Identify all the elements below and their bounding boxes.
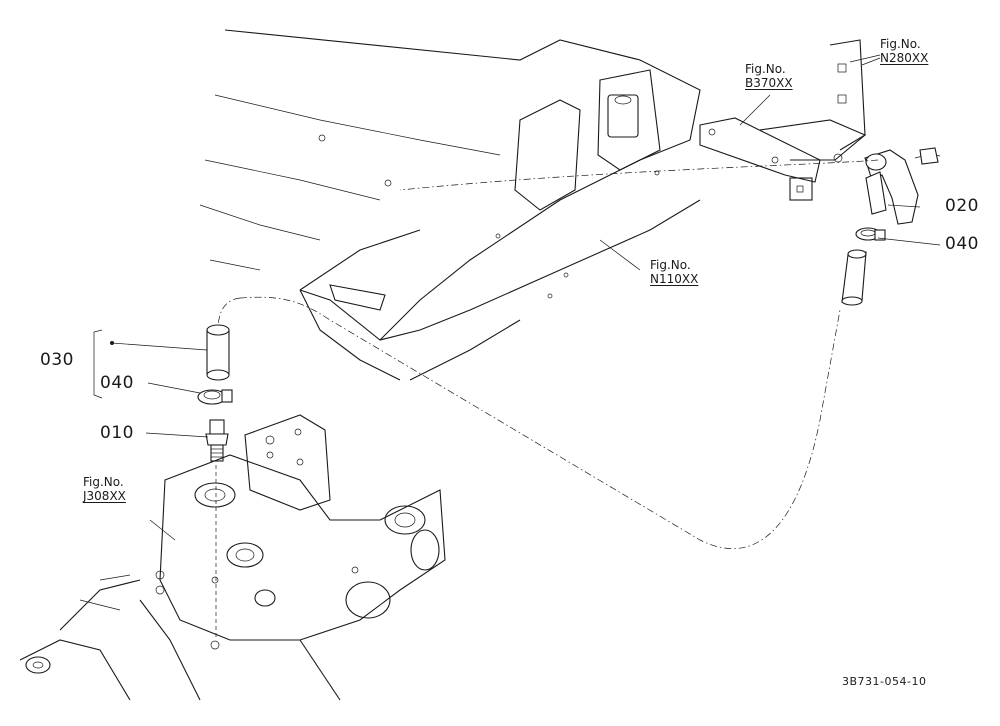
label-part-030: 030 [40,350,74,370]
fig-ref-prefix: Fig.No. [83,475,124,489]
label-part-010: 010 [100,423,134,443]
fig-ref-prefix: Fig.No. [880,37,921,51]
fig-ref-number: N280XX [880,51,929,65]
drawing-code: 3B731-054-10 [842,675,927,688]
fig-ref-prefix: Fig.No. [745,62,786,76]
label-part-040-right: 040 [945,234,979,254]
fig-ref-b370: Fig.No. B370XX [745,62,793,90]
part-040-clamp-right [855,227,886,241]
bracket-assembly [699,39,881,201]
label-part-020: 020 [945,196,979,216]
part-030-hose [206,324,230,381]
leader-lines [111,57,941,541]
chassis-frame [199,29,701,381]
hose-right-segment [841,249,867,306]
hose-routing-line [239,296,841,549]
fig-ref-n110: Fig.No. N110XX [650,258,698,286]
group-bracket-030 [93,329,114,399]
fig-ref-number: N110XX [650,272,699,286]
part-040-clamp-left [197,389,233,405]
label-part-040-left: 040 [100,373,134,393]
part-010-nipple [205,419,229,640]
valve-block [19,414,446,701]
fig-ref-number: J308XX [83,489,126,503]
fig-ref-j308: Fig.No. J308XX [83,475,126,503]
fig-ref-prefix: Fig.No. [650,258,691,272]
fig-ref-n280: Fig.No. N280XX [880,37,928,65]
fig-ref-number: B370XX [745,76,793,90]
part-020-elbow [864,147,941,225]
